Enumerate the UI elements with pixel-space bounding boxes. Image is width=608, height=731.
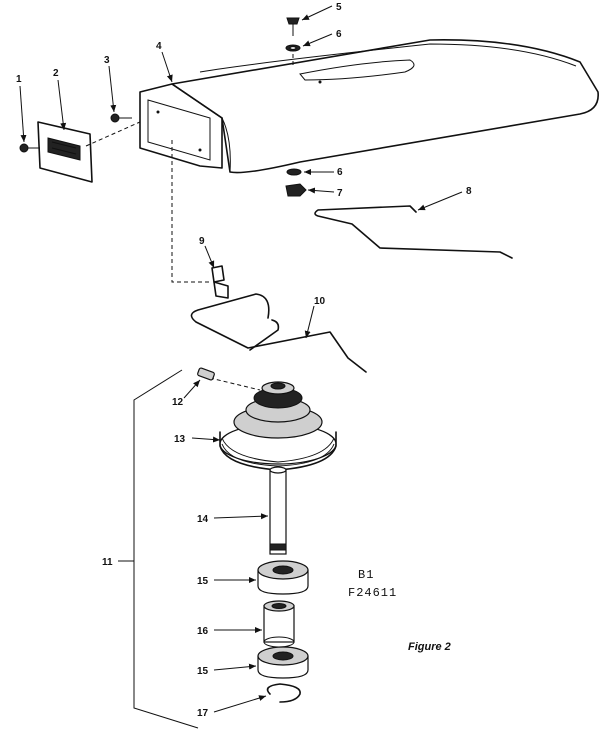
callout-11: 11: [102, 557, 113, 568]
callout-14: 14: [197, 514, 209, 525]
callout-17: 17: [197, 708, 209, 719]
assembly-bracket-11: [133, 369, 199, 729]
rod-8: [314, 205, 513, 259]
switch-plate: [37, 121, 93, 183]
callout-10: 10: [314, 296, 326, 307]
callout-4: 4: [156, 41, 162, 52]
callout-9: 9: [199, 236, 205, 247]
set-screw-12: [197, 367, 215, 381]
step-pulley-13: [219, 381, 337, 471]
callout-15-bottom: 15: [197, 666, 209, 677]
washer-6-bottom: [286, 168, 302, 176]
spacer-16: [263, 600, 295, 648]
shaft-14: [269, 466, 287, 555]
leader-lines: [19, 5, 463, 713]
callout-15-top: 15: [197, 576, 209, 587]
callout-8: 8: [466, 186, 472, 197]
callout-7: 7: [337, 188, 343, 199]
bent-rod-10: [190, 293, 367, 373]
belt-guard-housing: [139, 39, 599, 174]
screw-3: [110, 113, 132, 123]
screw-1: [19, 143, 40, 153]
callout-13: 13: [174, 434, 186, 445]
callout-2: 2: [53, 68, 59, 79]
model-code-line2: F24611: [348, 586, 397, 600]
callout-1: 1: [16, 74, 22, 85]
callout-12: 12: [172, 397, 184, 408]
callout-16: 16: [197, 626, 209, 637]
callout-3: 3: [104, 55, 110, 66]
model-code-line1: B1: [358, 568, 374, 582]
figure-label: Figure 2: [408, 641, 451, 653]
bracket-9: [211, 265, 229, 299]
nut-7: [285, 183, 307, 197]
callout-5: 5: [336, 2, 342, 13]
bearing-15-bottom: [257, 646, 309, 679]
bearing-15-top: [257, 560, 309, 595]
retaining-ring-17: [266, 683, 301, 703]
callout-6-top: 6: [336, 29, 342, 40]
callout-6-bottom: 6: [337, 167, 343, 178]
callout-labels: 1 2 3 4 5 6 6 7 8 9 10 11 12 13 14 15 16…: [16, 2, 472, 719]
top-screw-5: [286, 17, 300, 36]
